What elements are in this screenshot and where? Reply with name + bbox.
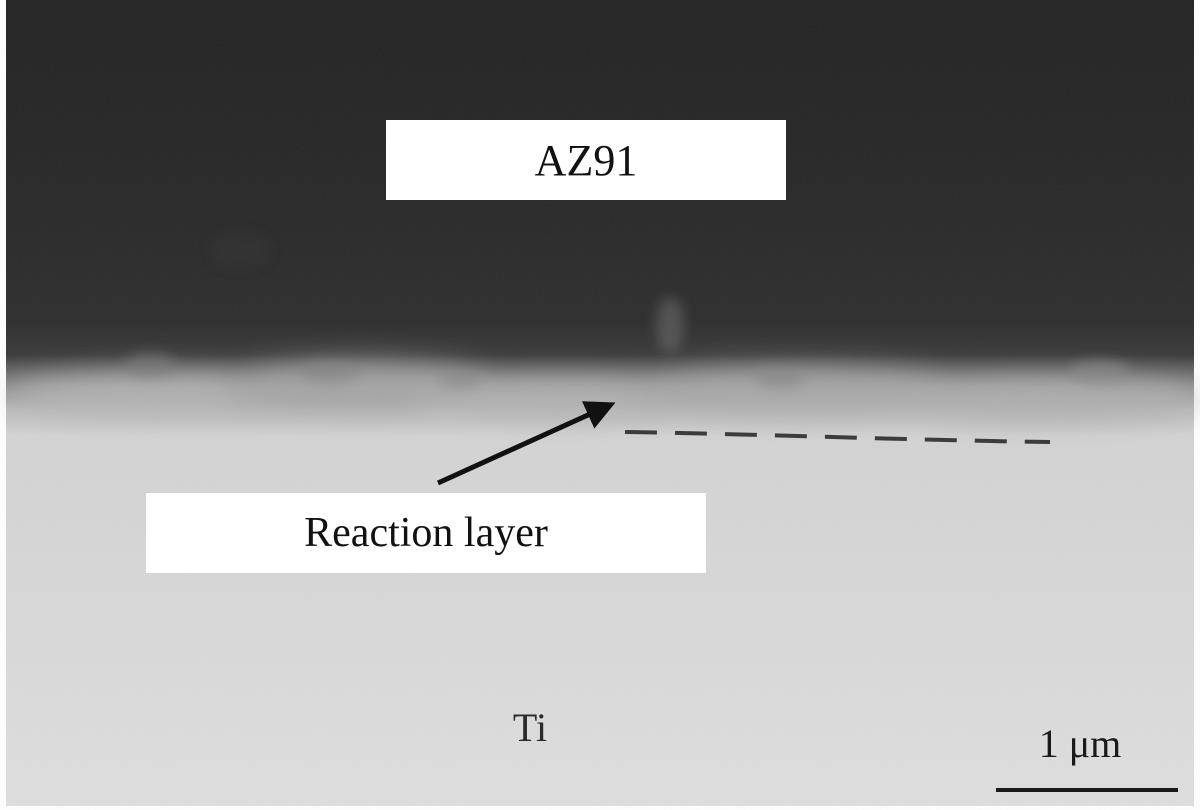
reaction-layer-boundary-line [624, 430, 1051, 444]
reaction-layer-label-box: Reaction layer [146, 493, 706, 573]
reaction-layer-label: Reaction layer [304, 510, 548, 556]
reaction-layer-arrow [436, 401, 616, 486]
az91-label-box: AZ91 [386, 120, 786, 200]
scale-bar-label: 1 μm [1038, 721, 1122, 766]
az91-label: AZ91 [534, 135, 638, 185]
ti-label: Ti [512, 705, 548, 750]
